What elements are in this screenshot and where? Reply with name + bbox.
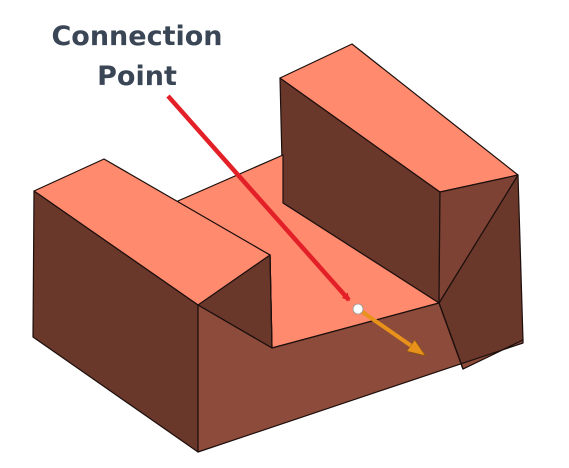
label-line-2: Point (97, 61, 177, 92)
label-line-1: Connection (51, 21, 222, 52)
slot-inner-edge-1 (269, 254, 273, 349)
u-block (32, 43, 524, 453)
slot-inner-edge-2 (438, 302, 464, 370)
block-front-face (197, 302, 524, 453)
far-wall-front-face (438, 174, 519, 304)
connection-point-dot (352, 303, 364, 315)
pointer-arrow (166, 94, 351, 302)
direction-arrow (359, 309, 423, 354)
connection-point-label: Connection Point (51, 21, 222, 92)
